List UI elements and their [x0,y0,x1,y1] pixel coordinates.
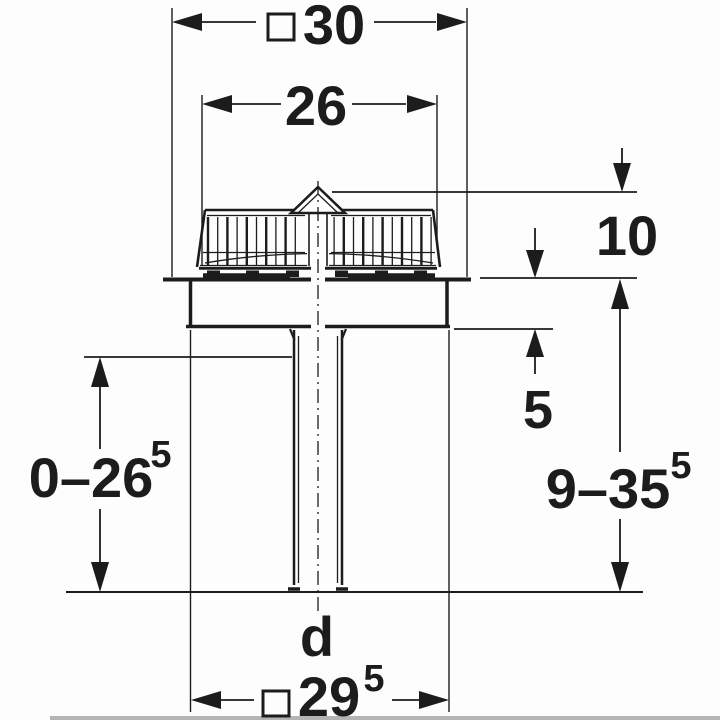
arrow-left-icon [191,691,221,709]
dimension-label-flange-depth: 5 [523,380,553,440]
roof-drain-fixture [163,181,471,612]
dimension-label-right-range: 9–35 [546,457,671,520]
outlet-diameter-label: d [300,605,334,668]
dimension-label-right-range-sup: 5 [670,445,691,487]
dimension-strainer-width: 26 [201,74,438,266]
arrow-up-icon [91,357,109,387]
dimension-left-range: 0–26 5 [29,356,292,592]
arrow-down-icon [526,250,544,278]
flange-body [186,281,450,329]
membrane-sheet [163,273,471,282]
square-section-icon [261,689,291,718]
arrow-down-icon [611,562,629,592]
dimension-label-left-range-sup: 5 [150,434,171,476]
drain-pipe [288,328,348,591]
arrow-down-icon [91,562,109,592]
dimension-label-bottom-width-sup: 5 [363,658,384,700]
dimension-strainer-height: 10 [332,148,658,267]
dimension-label-strainer-width: 26 [285,74,347,137]
arrow-up-icon [611,279,629,309]
bottom-grey-bar [50,716,720,720]
arrow-down-icon [613,163,631,192]
arrow-left-icon [172,13,202,31]
arrow-right-icon [419,691,449,709]
dimension-flange-depth: 5 [454,228,553,440]
dimension-top-width: 30 [171,0,468,277]
dimension-bottom-width: 29 5 [189,330,450,720]
dimension-label-bottom-width: 29 [298,665,360,720]
arrow-left-icon [202,95,232,113]
dimension-label-left-range: 0–26 [29,446,154,509]
dimension-label-strainer-height: 10 [596,204,658,267]
arrow-right-icon [437,13,467,31]
square-section-icon [266,12,296,42]
dimension-label-top-width: 30 [303,0,365,56]
dimension-right-range: 9–35 5 [546,279,692,592]
arrow-up-icon [526,329,544,357]
arrow-right-icon [407,95,437,113]
